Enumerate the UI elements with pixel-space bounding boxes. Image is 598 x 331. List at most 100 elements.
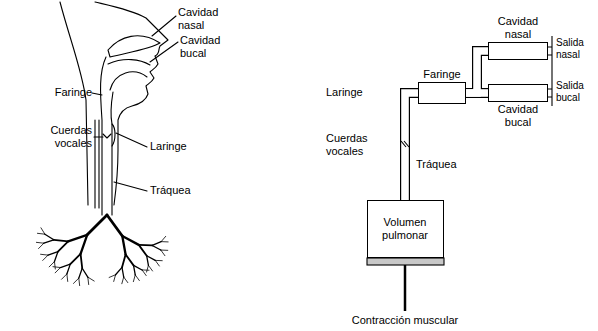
- bronchus-stroke: [116, 267, 122, 274]
- airway-tube: [405, 93, 418, 200]
- bronchus-stroke: [139, 244, 152, 246]
- part-label: Faringe: [52, 86, 92, 99]
- airway-tube-inner: [466, 89, 488, 97]
- bronchus-stroke: [109, 275, 115, 278]
- bronchus-stroke: [62, 274, 67, 279]
- airway-tube: [466, 51, 488, 93]
- bronchial-tree: [36, 215, 168, 286]
- bronchus-stroke: [161, 250, 168, 251]
- bronchus-stroke: [48, 252, 58, 255]
- bronchus-stroke: [87, 277, 89, 284]
- bronchus-stroke: [147, 256, 149, 266]
- part-label: Cavidad nasal: [178, 6, 226, 32]
- bronchus-stroke: [68, 235, 87, 242]
- node-label: Faringe: [417, 68, 467, 81]
- bronchus-stroke: [126, 254, 134, 265]
- nasal-cavity: [108, 36, 160, 57]
- bronchus-stroke: [122, 277, 124, 284]
- bronchus-stroke: [53, 266, 60, 268]
- leader-line: [116, 133, 147, 147]
- airway-tube: [466, 88, 488, 98]
- leader-line: [152, 16, 176, 36]
- leader-line: [114, 182, 147, 191]
- bronchus-stroke: [58, 241, 68, 251]
- bronchus-stroke: [122, 236, 125, 254]
- airway-tube-inner: [405, 93, 418, 200]
- leader-line: [92, 93, 102, 95]
- diaphragm-plate: [367, 258, 444, 265]
- node-label: Volumen pulmonar: [373, 216, 438, 242]
- part-label: Laringe: [326, 86, 374, 99]
- bronchus-stroke: [66, 274, 68, 281]
- bronchus-stroke: [87, 215, 107, 235]
- bronchus-stroke: [161, 241, 168, 242]
- bronchus-stroke: [142, 270, 146, 276]
- muscle-rod: [404, 265, 407, 311]
- bronchus-stroke: [49, 262, 54, 267]
- bronchus-stroke: [88, 277, 94, 281]
- outlet-plane: [551, 36, 552, 106]
- outlet-tube: [548, 47, 552, 97]
- bronchus-stroke: [134, 265, 136, 275]
- palate: [108, 60, 150, 65]
- bronchus-stroke: [147, 265, 149, 272]
- larynx: [112, 124, 115, 146]
- bronchus-stroke: [41, 228, 45, 234]
- oral-cavity-box: Cavidad bucal: [488, 84, 548, 102]
- node-label: Cavidad bucal: [493, 103, 543, 129]
- bronchus-stroke: [39, 243, 44, 248]
- bronchus-stroke: [142, 269, 149, 270]
- part-label: Cuerdas vocales: [40, 124, 92, 150]
- bronchus-stroke: [135, 275, 139, 281]
- bronchus-stroke: [73, 278, 78, 283]
- neck-back: [60, 2, 88, 205]
- nasal-cavity-box: Cavidad nasal: [488, 42, 548, 60]
- bronchus-stroke: [161, 236, 166, 241]
- leader-line: [94, 136, 103, 137]
- vocal-cord-marks: [401, 141, 409, 147]
- bronchus-stroke: [44, 240, 54, 243]
- bronchus-stroke: [60, 264, 70, 267]
- bronchus-stroke: [122, 254, 126, 267]
- bronchus-stroke: [124, 277, 128, 283]
- esophagus: [95, 120, 99, 208]
- bronchus-stroke: [43, 255, 48, 260]
- pharynx-front: [111, 92, 113, 215]
- bronchus-stroke: [161, 250, 165, 256]
- part-label: Cuerdas vocales: [326, 132, 378, 158]
- tongue: [110, 72, 147, 90]
- bronchus-stroke: [55, 268, 60, 273]
- bronchus-stroke: [79, 268, 82, 278]
- bronchus-stroke: [54, 240, 68, 242]
- pharynx-box: Faringe: [418, 82, 466, 104]
- bronchus-stroke: [152, 242, 161, 246]
- bronchus-stroke: [139, 245, 147, 256]
- part-label: Salida nasal: [556, 37, 596, 61]
- bronchus-stroke: [70, 254, 80, 264]
- bronchus-stroke: [54, 262, 56, 269]
- part-label: Tráquea: [416, 158, 466, 171]
- node-label: Cavidad nasal: [493, 15, 543, 41]
- bronchus-stroke: [122, 267, 124, 277]
- part-label: Cavidad bucal: [180, 34, 228, 60]
- bronchus-stroke: [81, 254, 83, 268]
- leader-line: [150, 42, 178, 62]
- bronchus-stroke: [133, 275, 135, 282]
- part-label: Laringe: [150, 140, 198, 153]
- airway-tube-inner: [466, 51, 488, 93]
- bronchus-stroke: [82, 268, 88, 277]
- bronchus-stroke: [36, 242, 43, 244]
- part-label: Tráquea: [150, 184, 200, 197]
- vocal-cords: [103, 134, 111, 138]
- bronchus-stroke: [41, 254, 48, 256]
- bronchus-stroke: [155, 260, 159, 266]
- bronchus-stroke: [78, 278, 80, 285]
- bronchus-stroke: [152, 245, 161, 250]
- bronchus-stroke: [45, 234, 54, 240]
- part-label: Contracción muscular: [345, 314, 465, 327]
- bronchus-stroke: [155, 260, 162, 261]
- part-label: Salida bucal: [556, 80, 596, 104]
- lung-volume-box: Volumen pulmonar: [367, 200, 444, 258]
- bronchus-stroke: [107, 215, 122, 236]
